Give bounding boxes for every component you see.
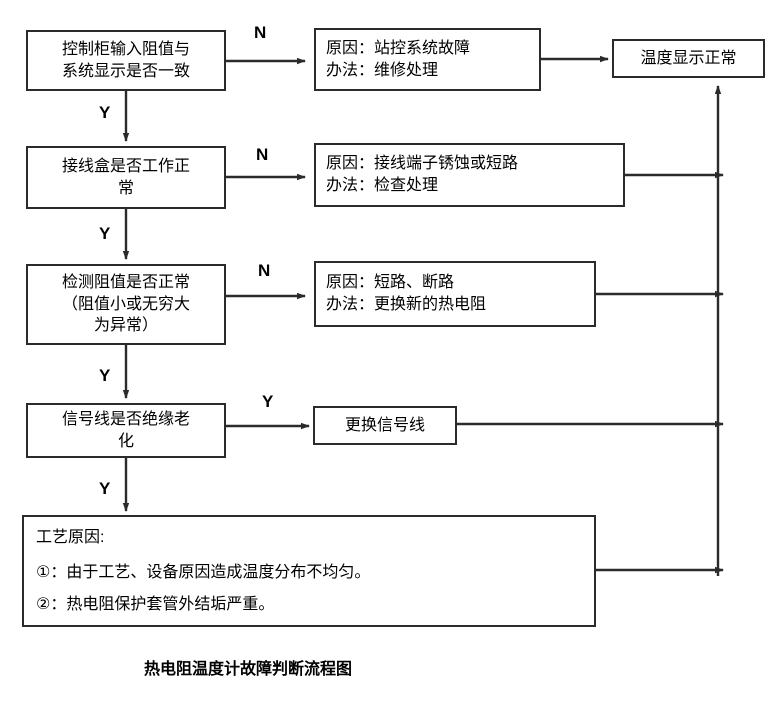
edge-label-n-1: N: [254, 23, 267, 42]
process-cause-title: 工艺原因:: [36, 529, 105, 546]
decision-check-cabinet-line-1: 控制柜输入阻值与: [61, 40, 190, 58]
decision-check-cabinet-line-2: 系统显示是否一致: [61, 62, 190, 80]
edge-label-y-1: Y: [99, 103, 111, 122]
edge-label-n-2: N: [256, 145, 269, 164]
process-cause-item-2: ②：热电阻保护套管外结垢严重。: [36, 596, 275, 614]
process-cause-box[interactable]: 工艺原因: ①：由于工艺、设备原因造成温度分布不均匀。 ②：热电阻保护套管外结垢…: [22, 515, 596, 627]
edge-label-y-3: Y: [99, 366, 111, 385]
decision-check-junction-box-line-2: 常: [117, 179, 134, 197]
decision-check-signal-wire[interactable]: 信号线是否绝缘老 化: [26, 403, 226, 458]
edge-label-n-3: N: [258, 261, 271, 280]
remedy-station-control-action: 办法：维修处理: [326, 61, 439, 79]
decision-check-cabinet[interactable]: 控制柜输入阻值与 系统显示是否一致: [26, 30, 226, 91]
remedy-terminal-corrosion-cause: 原因：接线端子锈蚀或短路: [326, 155, 519, 173]
decision-check-resistance-line-2: （阻值小或无穷大: [61, 295, 190, 313]
decision-check-junction-box[interactable]: 接线盒是否工作正 常: [26, 146, 226, 209]
decision-check-signal-wire-line-1: 信号线是否绝缘老: [61, 410, 190, 428]
process-cause-item-1: ①：由于工艺、设备原因造成温度分布不均匀。: [36, 563, 371, 581]
edge-label-y-2: Y: [99, 224, 111, 243]
decision-check-resistance-line-1: 检测阻值是否正常: [61, 274, 190, 292]
remedy-terminal-corrosion[interactable]: 原因：接线端子锈蚀或短路 办法：检查处理: [314, 143, 625, 207]
diagram-caption: 热电阻温度计故障判断流程图: [144, 661, 353, 678]
terminal-temperature-normal-label: 温度显示正常: [640, 49, 737, 67]
decision-check-signal-wire-line-2: 化: [117, 432, 134, 450]
edge-label-y-signalwire-branch: Y: [262, 392, 274, 411]
remedy-station-control-cause: 原因：站控系统故障: [326, 39, 471, 57]
remedy-replace-signal-wire[interactable]: 更换信号线: [313, 406, 457, 445]
remedy-station-control[interactable]: 原因：站控系统故障 办法：维修处理: [314, 28, 541, 91]
remedy-short-open-circuit-cause: 原因：短路、断路: [326, 274, 455, 292]
decision-check-resistance[interactable]: 检测阻值是否正常 （阻值小或无穷大 为异常）: [26, 264, 226, 345]
remedy-replace-signal-wire-label: 更换信号线: [344, 416, 425, 434]
edge-label-y-signalwire-down: Y: [99, 479, 111, 498]
remedy-short-open-circuit[interactable]: 原因：短路、断路 办法：更换新的热电阻: [314, 261, 596, 327]
decision-check-resistance-line-3: 为异常）: [93, 317, 158, 335]
remedy-short-open-circuit-action: 办法：更换新的热电阻: [326, 296, 487, 313]
decision-check-junction-box-line-1: 接线盒是否工作正: [61, 157, 190, 175]
terminal-temperature-normal[interactable]: 温度显示正常: [612, 39, 765, 78]
remedy-terminal-corrosion-action: 办法：检查处理: [326, 177, 439, 194]
